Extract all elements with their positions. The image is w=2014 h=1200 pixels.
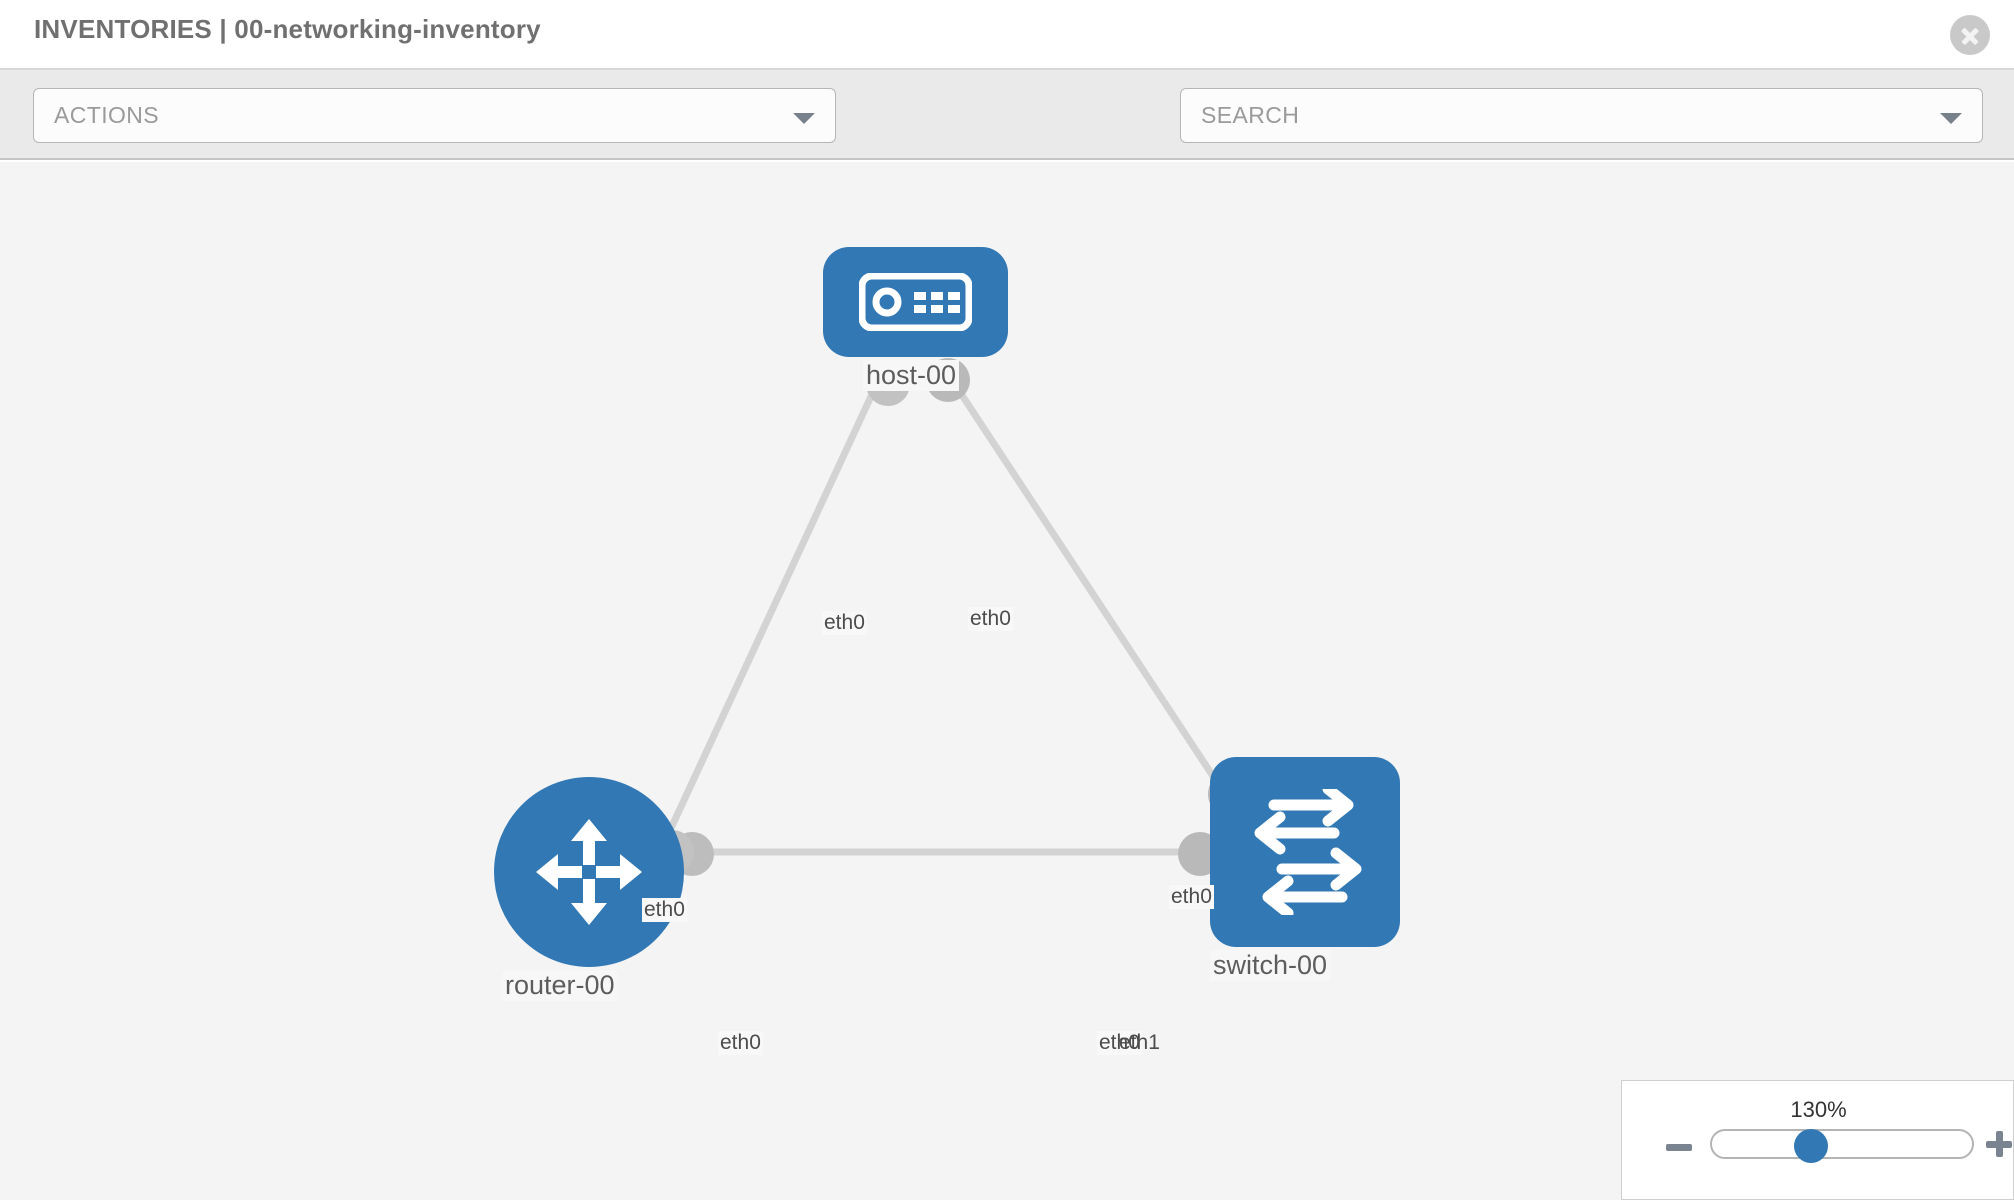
search-placeholder: SEARCH bbox=[1201, 102, 1300, 128]
node-switch-00[interactable]: switch-00 bbox=[1210, 757, 1400, 981]
link-host-switch bbox=[947, 375, 1233, 804]
search-input[interactable]: SEARCH bbox=[1180, 88, 1983, 143]
chevron-down-icon bbox=[793, 113, 815, 124]
node-shape bbox=[823, 247, 1008, 357]
link-line bbox=[947, 375, 1233, 804]
node-shape bbox=[1210, 757, 1400, 947]
plus-icon[interactable] bbox=[1986, 1131, 2012, 1157]
link-host-router bbox=[656, 375, 884, 854]
port-label: eth0 bbox=[642, 898, 687, 922]
node-label-router-00: router-00 bbox=[502, 970, 618, 1001]
node-router-00[interactable]: router-00 bbox=[494, 777, 684, 1001]
minus-icon[interactable] bbox=[1666, 1144, 1692, 1151]
node-host-00[interactable]: host-00 bbox=[823, 247, 1008, 391]
toolbar: ACTIONS SEARCH bbox=[0, 70, 2014, 201]
server-icon bbox=[859, 273, 972, 331]
topology-canvas[interactable]: host-00 router-00 bbox=[0, 162, 2014, 1200]
zoom-slider-track[interactable] bbox=[1710, 1129, 1974, 1159]
port-label: eth1 bbox=[1119, 1031, 1160, 1054]
actions-dropdown[interactable]: ACTIONS bbox=[33, 88, 836, 143]
zoom-slider-thumb[interactable] bbox=[1794, 1129, 1828, 1163]
zoom-level-value: 130% bbox=[1790, 1097, 1847, 1122]
chevron-down-icon[interactable] bbox=[1940, 113, 1962, 124]
port-label: eth0 bbox=[718, 1031, 763, 1055]
port-label: eth0 bbox=[968, 607, 1013, 631]
node-label-host-00: host-00 bbox=[863, 360, 960, 391]
switch-icon bbox=[1254, 789, 1362, 915]
router-icon bbox=[536, 819, 642, 925]
page-title: INVENTORIES | 00-networking-inventory bbox=[34, 14, 541, 44]
node-label-switch-00: switch-00 bbox=[1210, 950, 1331, 981]
actions-dropdown-label: ACTIONS bbox=[54, 102, 160, 128]
link-line bbox=[656, 375, 884, 854]
page-header: INVENTORIES | 00-networking-inventory bbox=[0, 0, 2014, 70]
port-label: eth0 bbox=[1169, 885, 1214, 909]
zoom-control-panel: 130% bbox=[1621, 1080, 2014, 1200]
node-shape bbox=[494, 777, 684, 967]
port-label: eth0 bbox=[822, 611, 867, 635]
close-icon[interactable] bbox=[1950, 15, 1990, 55]
port-label: eth0 bbox=[1097, 1031, 1142, 1055]
